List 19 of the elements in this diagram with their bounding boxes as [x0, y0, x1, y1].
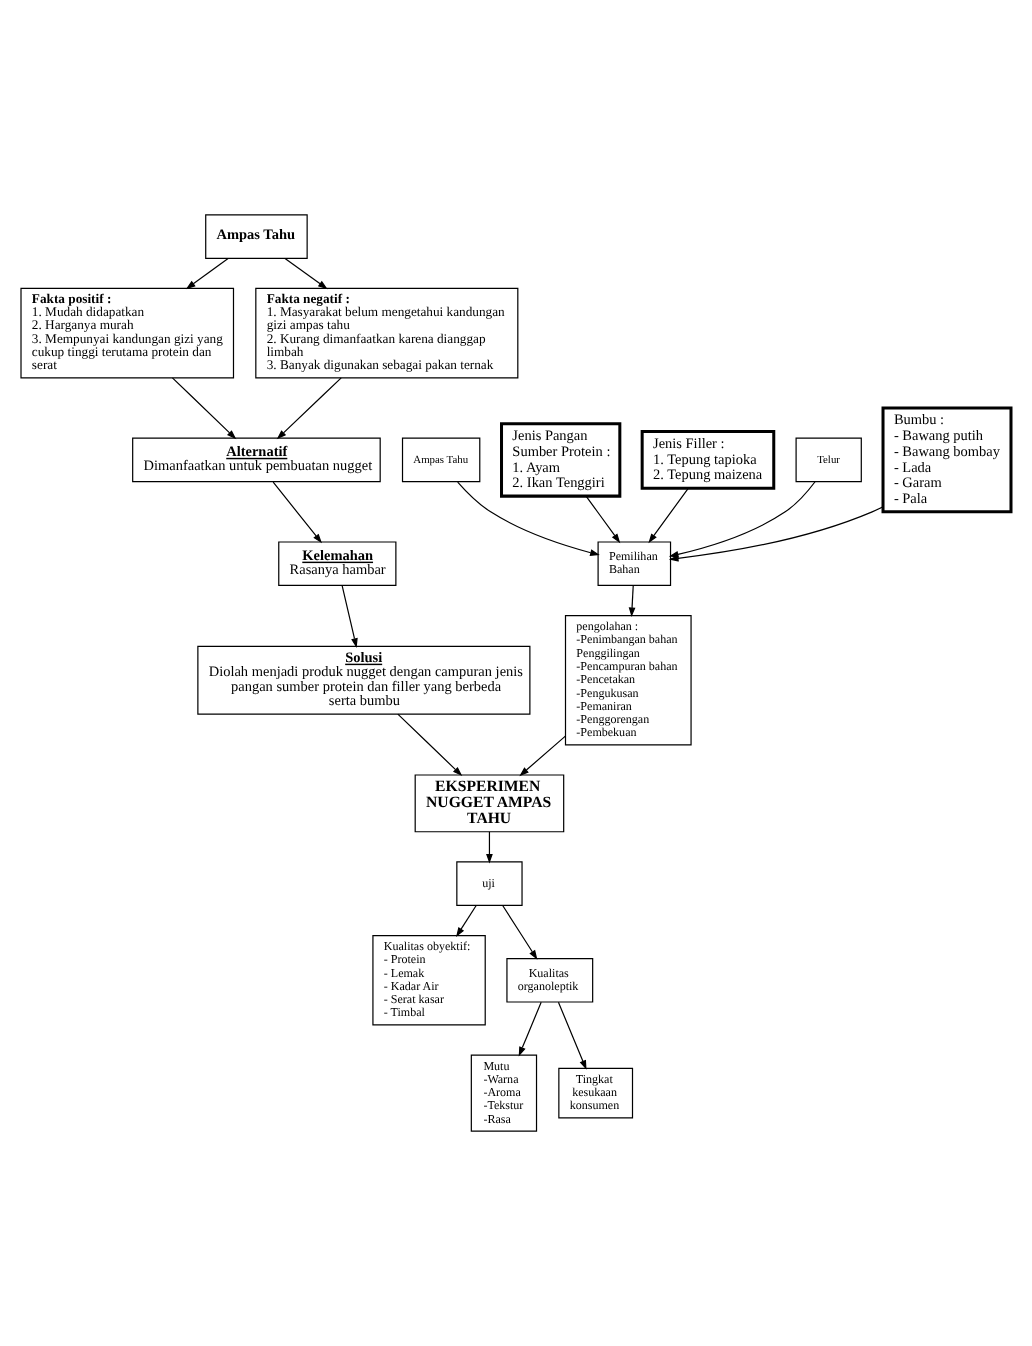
arrow [171, 377, 237, 440]
arrow [668, 506, 884, 562]
arrow [502, 905, 538, 960]
arrow [648, 487, 689, 544]
arrow [456, 905, 477, 937]
arrow [668, 481, 816, 558]
arrow [272, 481, 322, 544]
arrow [276, 377, 342, 440]
arrow [628, 585, 636, 618]
arrow [341, 585, 358, 648]
arrow [519, 735, 566, 777]
arrow [518, 1001, 542, 1057]
arrow [486, 831, 493, 864]
arrow [284, 257, 328, 290]
arrow [457, 481, 600, 556]
arrow [557, 1001, 587, 1070]
arrow [185, 257, 229, 290]
arrow [397, 713, 463, 777]
arrow [585, 496, 621, 544]
